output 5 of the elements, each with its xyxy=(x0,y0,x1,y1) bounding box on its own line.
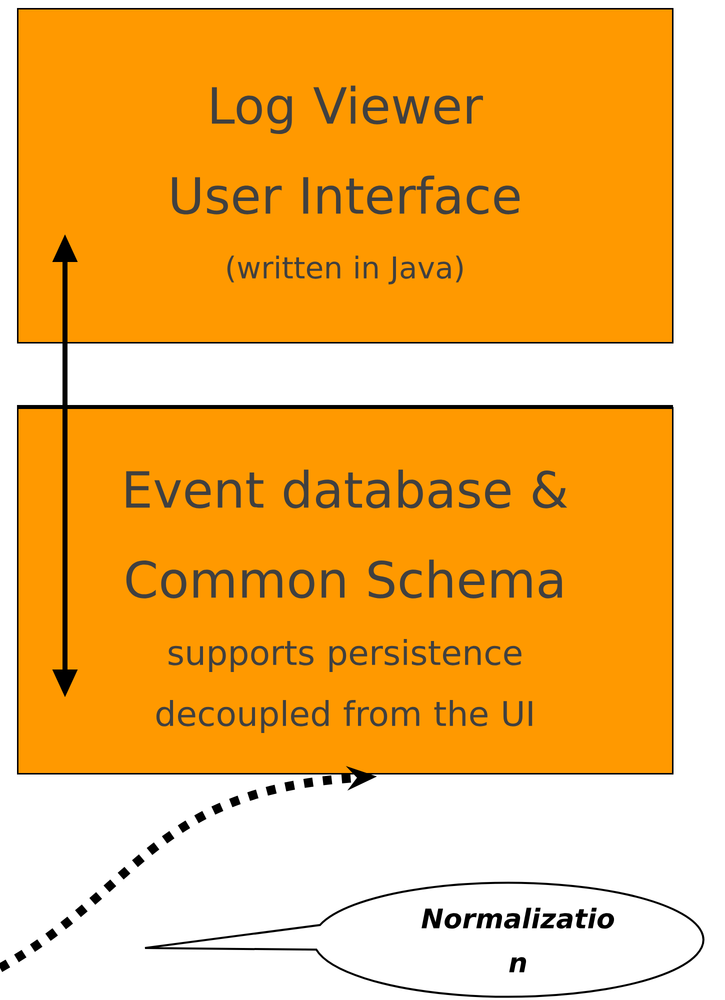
box-subtitle: supports persistence decoupled from the UI xyxy=(156,639,532,733)
box-title: Event database & Common Schema xyxy=(126,470,568,598)
box-subtitle: (written in Java) xyxy=(227,256,463,284)
box-title: Log Viewer User Interface xyxy=(172,86,520,214)
callout-bubble: Normalizatio n xyxy=(144,882,704,998)
